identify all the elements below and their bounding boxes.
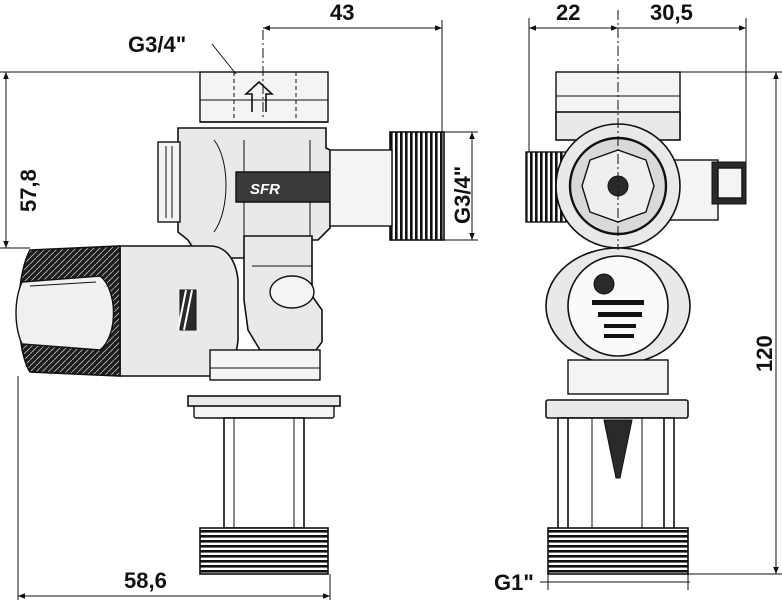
side-outlet-thread [389, 131, 445, 241]
safety-knob [15, 245, 121, 377]
thread-bottom-label: G1" [494, 570, 534, 595]
dim-58-6: 58,6 [124, 568, 167, 593]
bottom-thread-front [547, 527, 689, 575]
flow-arrow-icon [243, 80, 275, 112]
dim-120: 120 [752, 335, 777, 372]
dim-57-8: 57,8 [16, 169, 41, 212]
dim-30-5: 30,5 [650, 0, 693, 25]
side-view: SFR [15, 71, 445, 575]
thread-top-label: G3/4" [128, 32, 186, 57]
thread-side-label: G3/4" [450, 166, 475, 224]
top-nut [199, 71, 329, 123]
dimension-lines [0, 18, 782, 600]
dim-43: 43 [330, 0, 354, 25]
dim-22: 22 [556, 0, 580, 25]
brand-label: SFR [250, 181, 280, 198]
front-view [525, 71, 747, 575]
pressure-label [567, 255, 669, 357]
bottom-thread-side [199, 527, 329, 575]
